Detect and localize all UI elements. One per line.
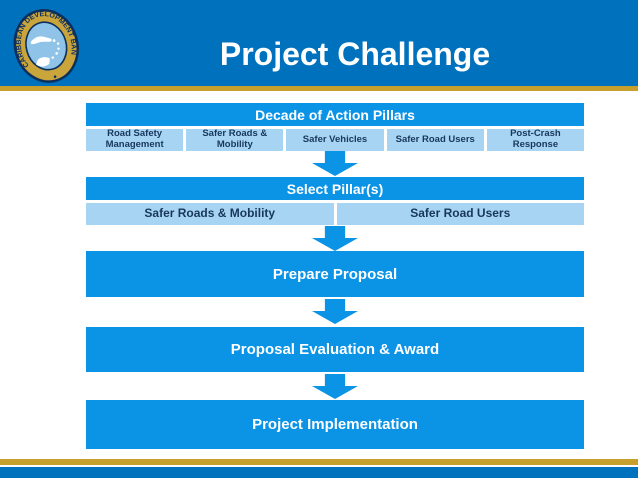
step3-box: Prepare Proposal [86,251,584,297]
header-banner [0,0,638,86]
down-arrow-icon [312,226,358,251]
pillar-cell-road-safety-management: Road Safety Management [86,129,184,151]
step1-header: Decade of Action Pillars [86,103,584,126]
cdb-logo: CARIBBEAN DEVELOPMENT BANK [0,0,80,85]
step2-cells: Safer Roads & Mobility Safer Road Users [86,203,584,225]
page-title: Project Challenge [219,36,491,72]
footer-bar [0,467,638,478]
gold-divider-top [0,86,638,91]
down-arrow-icon [312,374,358,399]
step1-cells: Road Safety Management Safer Roads & Mob… [86,129,585,151]
cdb-logo-icon: CARIBBEAN DEVELOPMENT BANK [0,0,80,83]
down-arrow-icon [312,299,358,324]
pillar-cell-safer-vehicles: Safer Vehicles [286,129,384,151]
selected-pillar-safer-roads-mobility: Safer Roads & Mobility [86,203,334,225]
pillar-cell-safer-roads-mobility: Safer Roads & Mobility [186,129,284,151]
step4-box: Proposal Evaluation & Award [86,327,584,372]
pillar-cell-safer-road-users: Safer Road Users [386,129,484,151]
pillar-cell-post-crash-response: Post-Crash Response [486,129,585,151]
down-arrow-icon [312,151,358,176]
gold-divider-bottom [0,459,638,465]
selected-pillar-safer-road-users: Safer Road Users [336,203,584,225]
step5-box: Project Implementation [86,400,584,449]
step2-header: Select Pillar(s) [86,177,584,200]
